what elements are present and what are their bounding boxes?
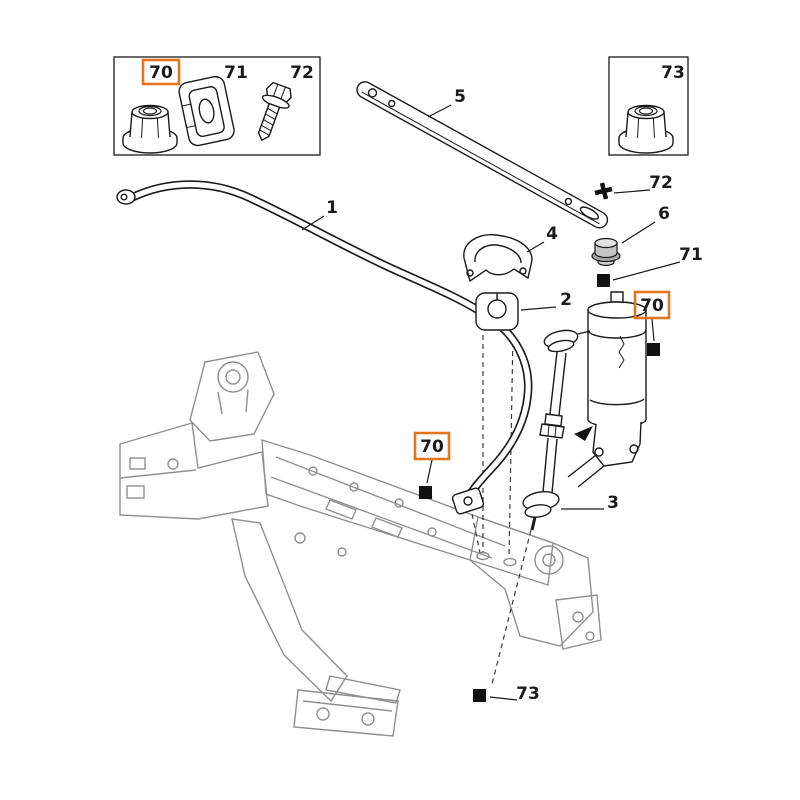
highlight-box-70-legend[interactable] [141,58,181,86]
retainer-plate-icon [178,75,235,147]
legend-left-border [113,56,321,156]
tie-bar-drawing [356,81,609,229]
part-label-70-right[interactable]: 70 [640,296,664,316]
nut-right-position-marker [647,343,660,356]
nut-mid-position-marker [419,486,432,499]
assembly-dashed-lines [471,332,532,685]
grommet-drawing [591,237,621,267]
part-label-3[interactable]: 3 [607,493,619,513]
leader-lines [301,104,681,701]
part-label-1[interactable]: 1 [326,198,338,218]
subframe-drawing [119,351,602,737]
bolt-cross-marker [594,182,613,200]
part-label-70-mid[interactable]: 70 [420,437,444,457]
bushing-clamp-drawing [463,234,533,283]
part-label-73-bottom[interactable]: 73 [516,684,540,704]
stabilizer-bar-drawing [116,180,533,515]
stabilizer-bushing-drawing [475,292,519,331]
legend-label-72[interactable]: 72 [290,63,314,83]
legend-label-70[interactable]: 70 [149,63,173,83]
stabilizer-link-drawing [522,329,591,531]
legend-label-73[interactable]: 73 [661,63,685,83]
part-label-71[interactable]: 71 [679,245,703,265]
nut-bottom-position-marker [473,689,486,702]
part-label-5[interactable]: 5 [454,87,466,107]
part-label-6[interactable]: 6 [658,204,670,224]
legend-right-border [608,56,689,156]
flange-nut-icon [618,104,674,154]
highlight-box-70-right[interactable] [633,290,671,320]
highlight-callout-70-right[interactable]: 70 [633,290,671,320]
part-label-2[interactable]: 2 [560,290,572,310]
flange-nut-icon [122,104,178,154]
part-label-4[interactable]: 4 [546,224,558,244]
part-label-72[interactable]: 72 [649,173,673,193]
highlight-callout-70-mid[interactable]: 70 [413,431,451,461]
shock-absorber-drawing [567,291,647,488]
legend-box-right: 73 [608,56,689,156]
legend-box-left: 70 71 72 [113,56,321,156]
plate-position-marker [597,274,610,287]
highlight-box-70-mid[interactable] [413,431,451,461]
hex-bolt-icon [257,81,292,142]
legend-label-71[interactable]: 71 [224,63,248,83]
